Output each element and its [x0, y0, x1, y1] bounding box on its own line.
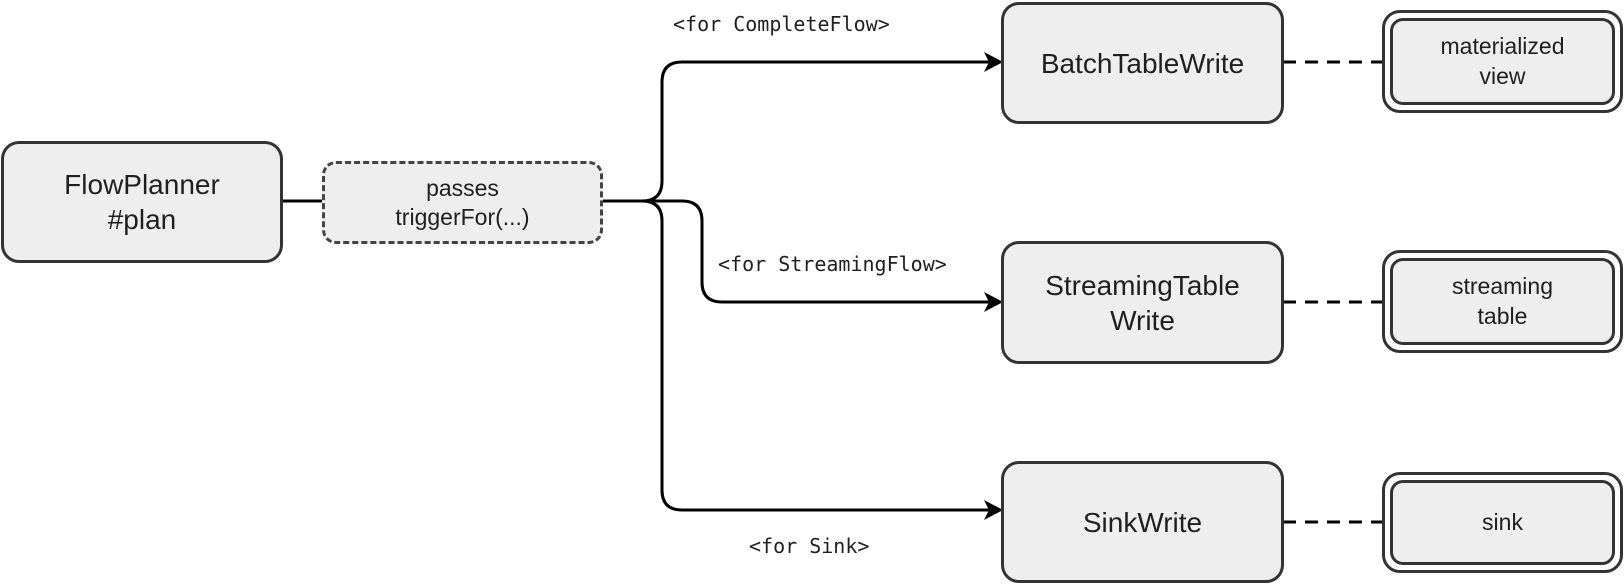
- sink-inner: sink: [1390, 480, 1615, 565]
- edge-sink: [641, 199, 994, 512]
- sinkwrite-node: SinkWrite: [1001, 461, 1284, 583]
- arrowhead-streaming: [984, 292, 1003, 312]
- streaming-table-label: streaming table: [1452, 272, 1553, 329]
- streamingtablewrite-node: StreamingTable Write: [1001, 241, 1284, 364]
- trigger-line1: passes: [426, 174, 499, 201]
- materialized-view-store: materialized view: [1382, 10, 1623, 113]
- streaming-table-store: streaming table: [1382, 250, 1623, 353]
- batchtablewrite-node: BatchTableWrite: [1001, 2, 1284, 124]
- edge-label-sink: <for Sink>: [749, 534, 870, 558]
- sink-store: sink: [1382, 472, 1623, 573]
- sinkwrite-label: SinkWrite: [1082, 506, 1203, 538]
- sink-label: sink: [1482, 508, 1523, 535]
- edge-streaming-flow: [601, 199, 994, 304]
- materialized-view-label: materialized view: [1440, 32, 1565, 89]
- flowplanner-method: #plan: [107, 204, 177, 235]
- flowplanner-node: FlowPlanner #plan: [1, 141, 283, 263]
- trigger-line2: triggerFor(...): [395, 203, 530, 230]
- arrowhead-batch: [984, 52, 1003, 72]
- batchtablewrite-label: BatchTableWrite: [1040, 47, 1245, 79]
- arrowhead-sinkwrite: [984, 500, 1003, 520]
- edge-label-streaming-flow: <for StreamingFlow>: [718, 252, 947, 276]
- edge-label-complete-flow: <for CompleteFlow>: [673, 12, 890, 36]
- streamingtablewrite-label: StreamingTable Write: [1045, 269, 1240, 336]
- materialized-view-inner: materialized view: [1390, 18, 1615, 105]
- trigger-node: passes triggerFor(...): [322, 161, 603, 244]
- flowplanner-title: FlowPlanner: [64, 169, 220, 200]
- edge-complete-flow: [601, 60, 994, 203]
- streaming-table-inner: streaming table: [1390, 258, 1615, 345]
